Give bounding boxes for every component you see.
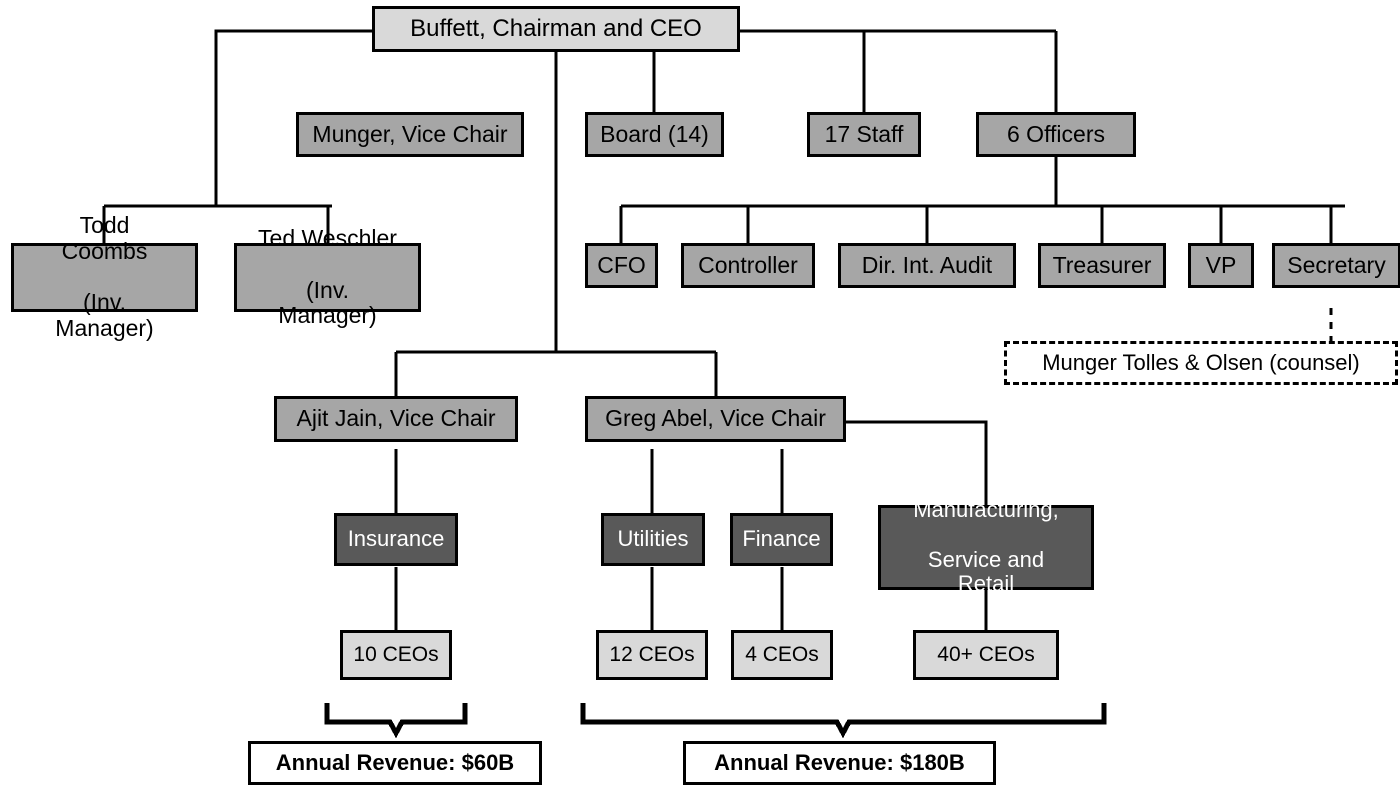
node-cfo-label: CFO xyxy=(597,251,646,278)
edge-abel-mfg xyxy=(846,420,988,505)
node-finance[interactable]: Finance xyxy=(730,513,833,566)
node-ceos-10[interactable]: 10 CEOs xyxy=(340,630,452,680)
node-ceos-40plus[interactable]: 40+ CEOs xyxy=(913,630,1059,680)
node-secretary[interactable]: Secretary xyxy=(1272,243,1400,288)
callout-revenue-180b-label: Annual Revenue: $180B xyxy=(714,749,965,775)
node-manufacturing-line1: Manufacturing, xyxy=(913,497,1059,523)
brace-right xyxy=(580,703,1107,739)
node-todd-coombs[interactable]: Todd Coombs (Inv. Manager) xyxy=(11,212,198,341)
node-munger-label: Munger, Vice Chair xyxy=(312,120,508,147)
node-controller-label: Controller xyxy=(698,251,798,278)
callout-revenue-60b-label: Annual Revenue: $60B xyxy=(275,749,515,775)
node-ajit-jain[interactable]: Ajit Jain, Vice Chair xyxy=(274,396,518,442)
node-manufacturing-label: Manufacturing, Service and Retail xyxy=(881,498,1091,597)
node-manufacturing[interactable]: Manufacturing, Service and Retail xyxy=(878,498,1094,596)
node-utilities-label: Utilities xyxy=(617,526,689,552)
node-treasurer[interactable]: Treasurer xyxy=(1038,243,1166,288)
node-ceos-4-label: 4 CEOs xyxy=(745,643,819,667)
node-dir-int-audit[interactable]: Dir. Int. Audit xyxy=(838,243,1016,288)
node-board[interactable]: Board (14) xyxy=(585,112,724,157)
node-officers[interactable]: 6 Officers xyxy=(976,112,1136,157)
node-ceos-12-label: 12 CEOs xyxy=(609,643,695,667)
node-staff[interactable]: 17 Staff xyxy=(807,112,921,157)
node-staff-label: 17 Staff xyxy=(824,120,904,147)
node-ceos-10-label: 10 CEOs xyxy=(353,643,439,667)
node-ted-weschler-line1: Ted Weschler xyxy=(258,225,397,251)
node-cfo[interactable]: CFO xyxy=(585,243,658,288)
node-ted-weschler-line2: (Inv. Manager) xyxy=(278,276,377,329)
node-ceos-4[interactable]: 4 CEOs xyxy=(731,630,833,680)
node-officers-label: 6 Officers xyxy=(1007,120,1105,147)
node-vp-label: VP xyxy=(1205,251,1237,278)
node-greg-abel-label: Greg Abel, Vice Chair xyxy=(605,405,826,432)
brace-left xyxy=(324,703,468,739)
node-todd-coombs-line2: (Inv. Manager) xyxy=(55,289,154,342)
callout-revenue-60b[interactable]: Annual Revenue: $60B xyxy=(248,741,542,785)
node-buffett[interactable]: Buffett, Chairman and CEO xyxy=(372,6,740,52)
node-treasurer-label: Treasurer xyxy=(1052,251,1152,278)
node-vp[interactable]: VP xyxy=(1188,243,1254,288)
node-secretary-label: Secretary xyxy=(1287,251,1386,278)
node-ceos-12[interactable]: 12 CEOs xyxy=(596,630,708,680)
node-greg-abel[interactable]: Greg Abel, Vice Chair xyxy=(585,396,846,442)
node-dir-int-audit-label: Dir. Int. Audit xyxy=(861,251,993,278)
node-finance-label: Finance xyxy=(742,526,821,552)
node-ajit-jain-label: Ajit Jain, Vice Chair xyxy=(296,405,496,432)
node-ted-weschler[interactable]: Ted Weschler (Inv. Manager) xyxy=(234,225,421,328)
node-counsel[interactable]: Munger Tolles & Olsen (counsel) xyxy=(1004,341,1398,385)
node-board-label: Board (14) xyxy=(600,120,709,147)
node-insurance-label: Insurance xyxy=(347,526,445,552)
callout-revenue-180b[interactable]: Annual Revenue: $180B xyxy=(683,741,996,785)
node-manufacturing-line2: Service and Retail xyxy=(927,546,1045,597)
node-todd-coombs-line1: Todd Coombs xyxy=(61,212,148,264)
node-todd-coombs-label: Todd Coombs (Inv. Manager) xyxy=(14,212,195,342)
node-ceos-40plus-label: 40+ CEOs xyxy=(937,643,1035,667)
node-insurance[interactable]: Insurance xyxy=(334,513,458,566)
node-counsel-label: Munger Tolles & Olsen (counsel) xyxy=(1042,349,1360,375)
node-buffett-label: Buffett, Chairman and CEO xyxy=(410,14,702,42)
node-controller[interactable]: Controller xyxy=(681,243,815,288)
node-munger[interactable]: Munger, Vice Chair xyxy=(296,112,524,157)
node-utilities[interactable]: Utilities xyxy=(601,513,705,566)
node-ted-weschler-label: Ted Weschler (Inv. Manager) xyxy=(237,225,418,329)
